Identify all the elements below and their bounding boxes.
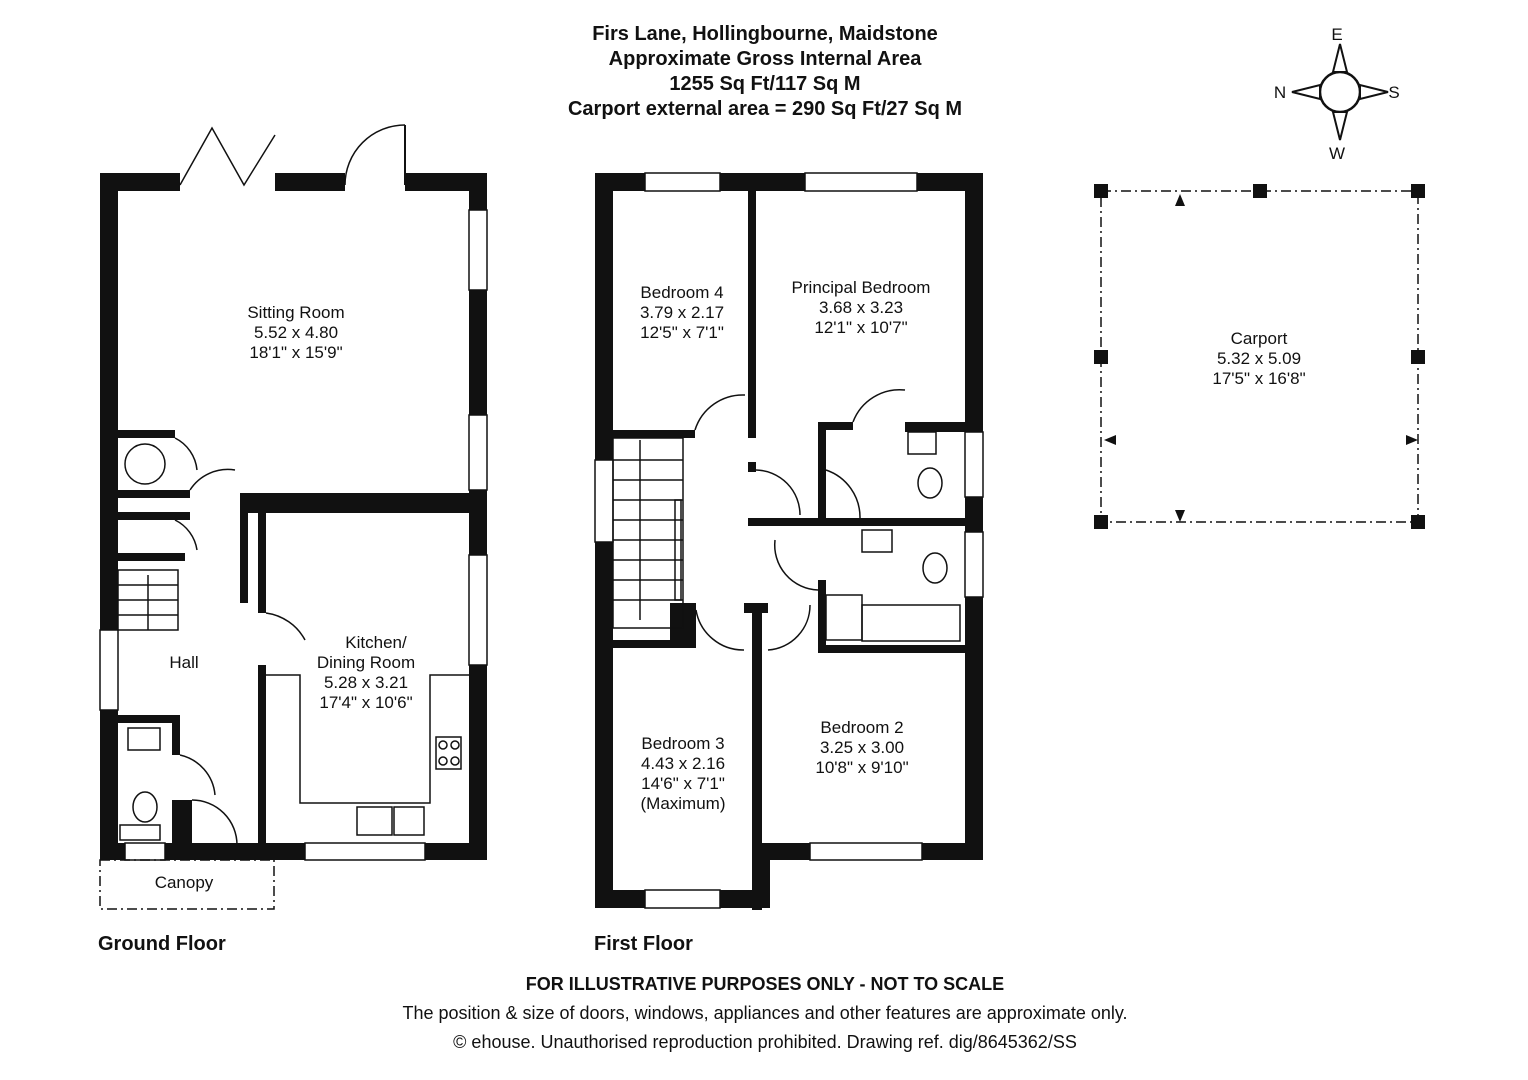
compass-n: N (1274, 83, 1286, 102)
first-floor-plan: Bedroom 4 3.79 x 2.17 12'5" x 7'1" Princ… (594, 172, 984, 910)
bedroom-3-imperial: 14'6" x 7'1" (641, 774, 725, 793)
ground-floor-plan: Sitting Room 5.52 x 4.80 18'1" x 15'9" K… (99, 124, 488, 910)
bedroom-4-label: Bedroom 4 (640, 283, 723, 302)
plan-header: Firs Lane, Hollingbourne, Maidstone Appr… (500, 22, 1030, 122)
bedroom-3-metric: 4.43 x 2.16 (641, 754, 725, 773)
carport-imperial: 17'5" x 16'8" (1212, 369, 1305, 388)
sitting-room-imperial: 18'1" x 15'9" (249, 343, 342, 362)
area-title: Approximate Gross Internal Area (608, 48, 922, 70)
bedroom-4-imperial: 12'5" x 7'1" (640, 323, 724, 342)
kitchen-imperial: 17'4" x 10'6" (319, 693, 412, 712)
kitchen-label: Kitchen/ (345, 633, 407, 652)
first-floor-label: First Floor (594, 933, 693, 955)
compass-e: E (1331, 25, 1342, 44)
compass-icon: E N S W (1274, 25, 1400, 163)
bedroom-3-label: Bedroom 3 (641, 734, 724, 753)
bedroom-3-note: (Maximum) (641, 794, 726, 813)
area-value: 1255 Sq Ft/117 Sq M (669, 73, 861, 95)
kitchen-metric: 5.28 x 3.21 (324, 673, 408, 692)
disclaimer: FOR ILLUSTRATIVE PURPOSES ONLY - NOT TO … (525, 974, 1005, 994)
copyright: © ehouse. Unauthorised reproduction proh… (453, 1032, 1077, 1052)
bedroom-2-imperial: 10'8" x 9'10" (815, 758, 908, 777)
principal-bedroom-imperial: 12'1" x 10'7" (814, 318, 907, 337)
compass-s: S (1388, 83, 1399, 102)
principal-bedroom-label: Principal Bedroom (792, 278, 931, 297)
carport-plan: Carport 5.32 x 5.09 17'5" x 16'8" (1094, 184, 1425, 529)
carport-label: Carport (1231, 329, 1288, 348)
sitting-room-metric: 5.52 x 4.80 (254, 323, 338, 342)
kitchen-label-2: Dining Room (317, 653, 415, 672)
sitting-room-label: Sitting Room (247, 303, 344, 322)
carport-metric: 5.32 x 5.09 (1217, 349, 1301, 368)
bedroom-2-label: Bedroom 2 (820, 718, 903, 737)
ground-floor-label: Ground Floor (98, 933, 226, 955)
carport-area: Carport external area = 290 Sq Ft/27 Sq … (567, 98, 963, 120)
address-title: Firs Lane, Hollingbourne, Maidstone (592, 23, 938, 45)
principal-bedroom-metric: 3.68 x 3.23 (819, 298, 903, 317)
bedroom-2-metric: 3.25 x 3.00 (820, 738, 904, 757)
canopy-label: Canopy (155, 873, 214, 892)
bedroom-4-metric: 3.79 x 2.17 (640, 303, 724, 322)
approximation-note: The position & size of doors, windows, a… (402, 1003, 1128, 1023)
hall-label: Hall (169, 653, 198, 672)
plan-footer: FOR ILLUSTRATIVE PURPOSES ONLY - NOT TO … (300, 970, 1230, 1057)
compass-w: W (1329, 144, 1345, 163)
